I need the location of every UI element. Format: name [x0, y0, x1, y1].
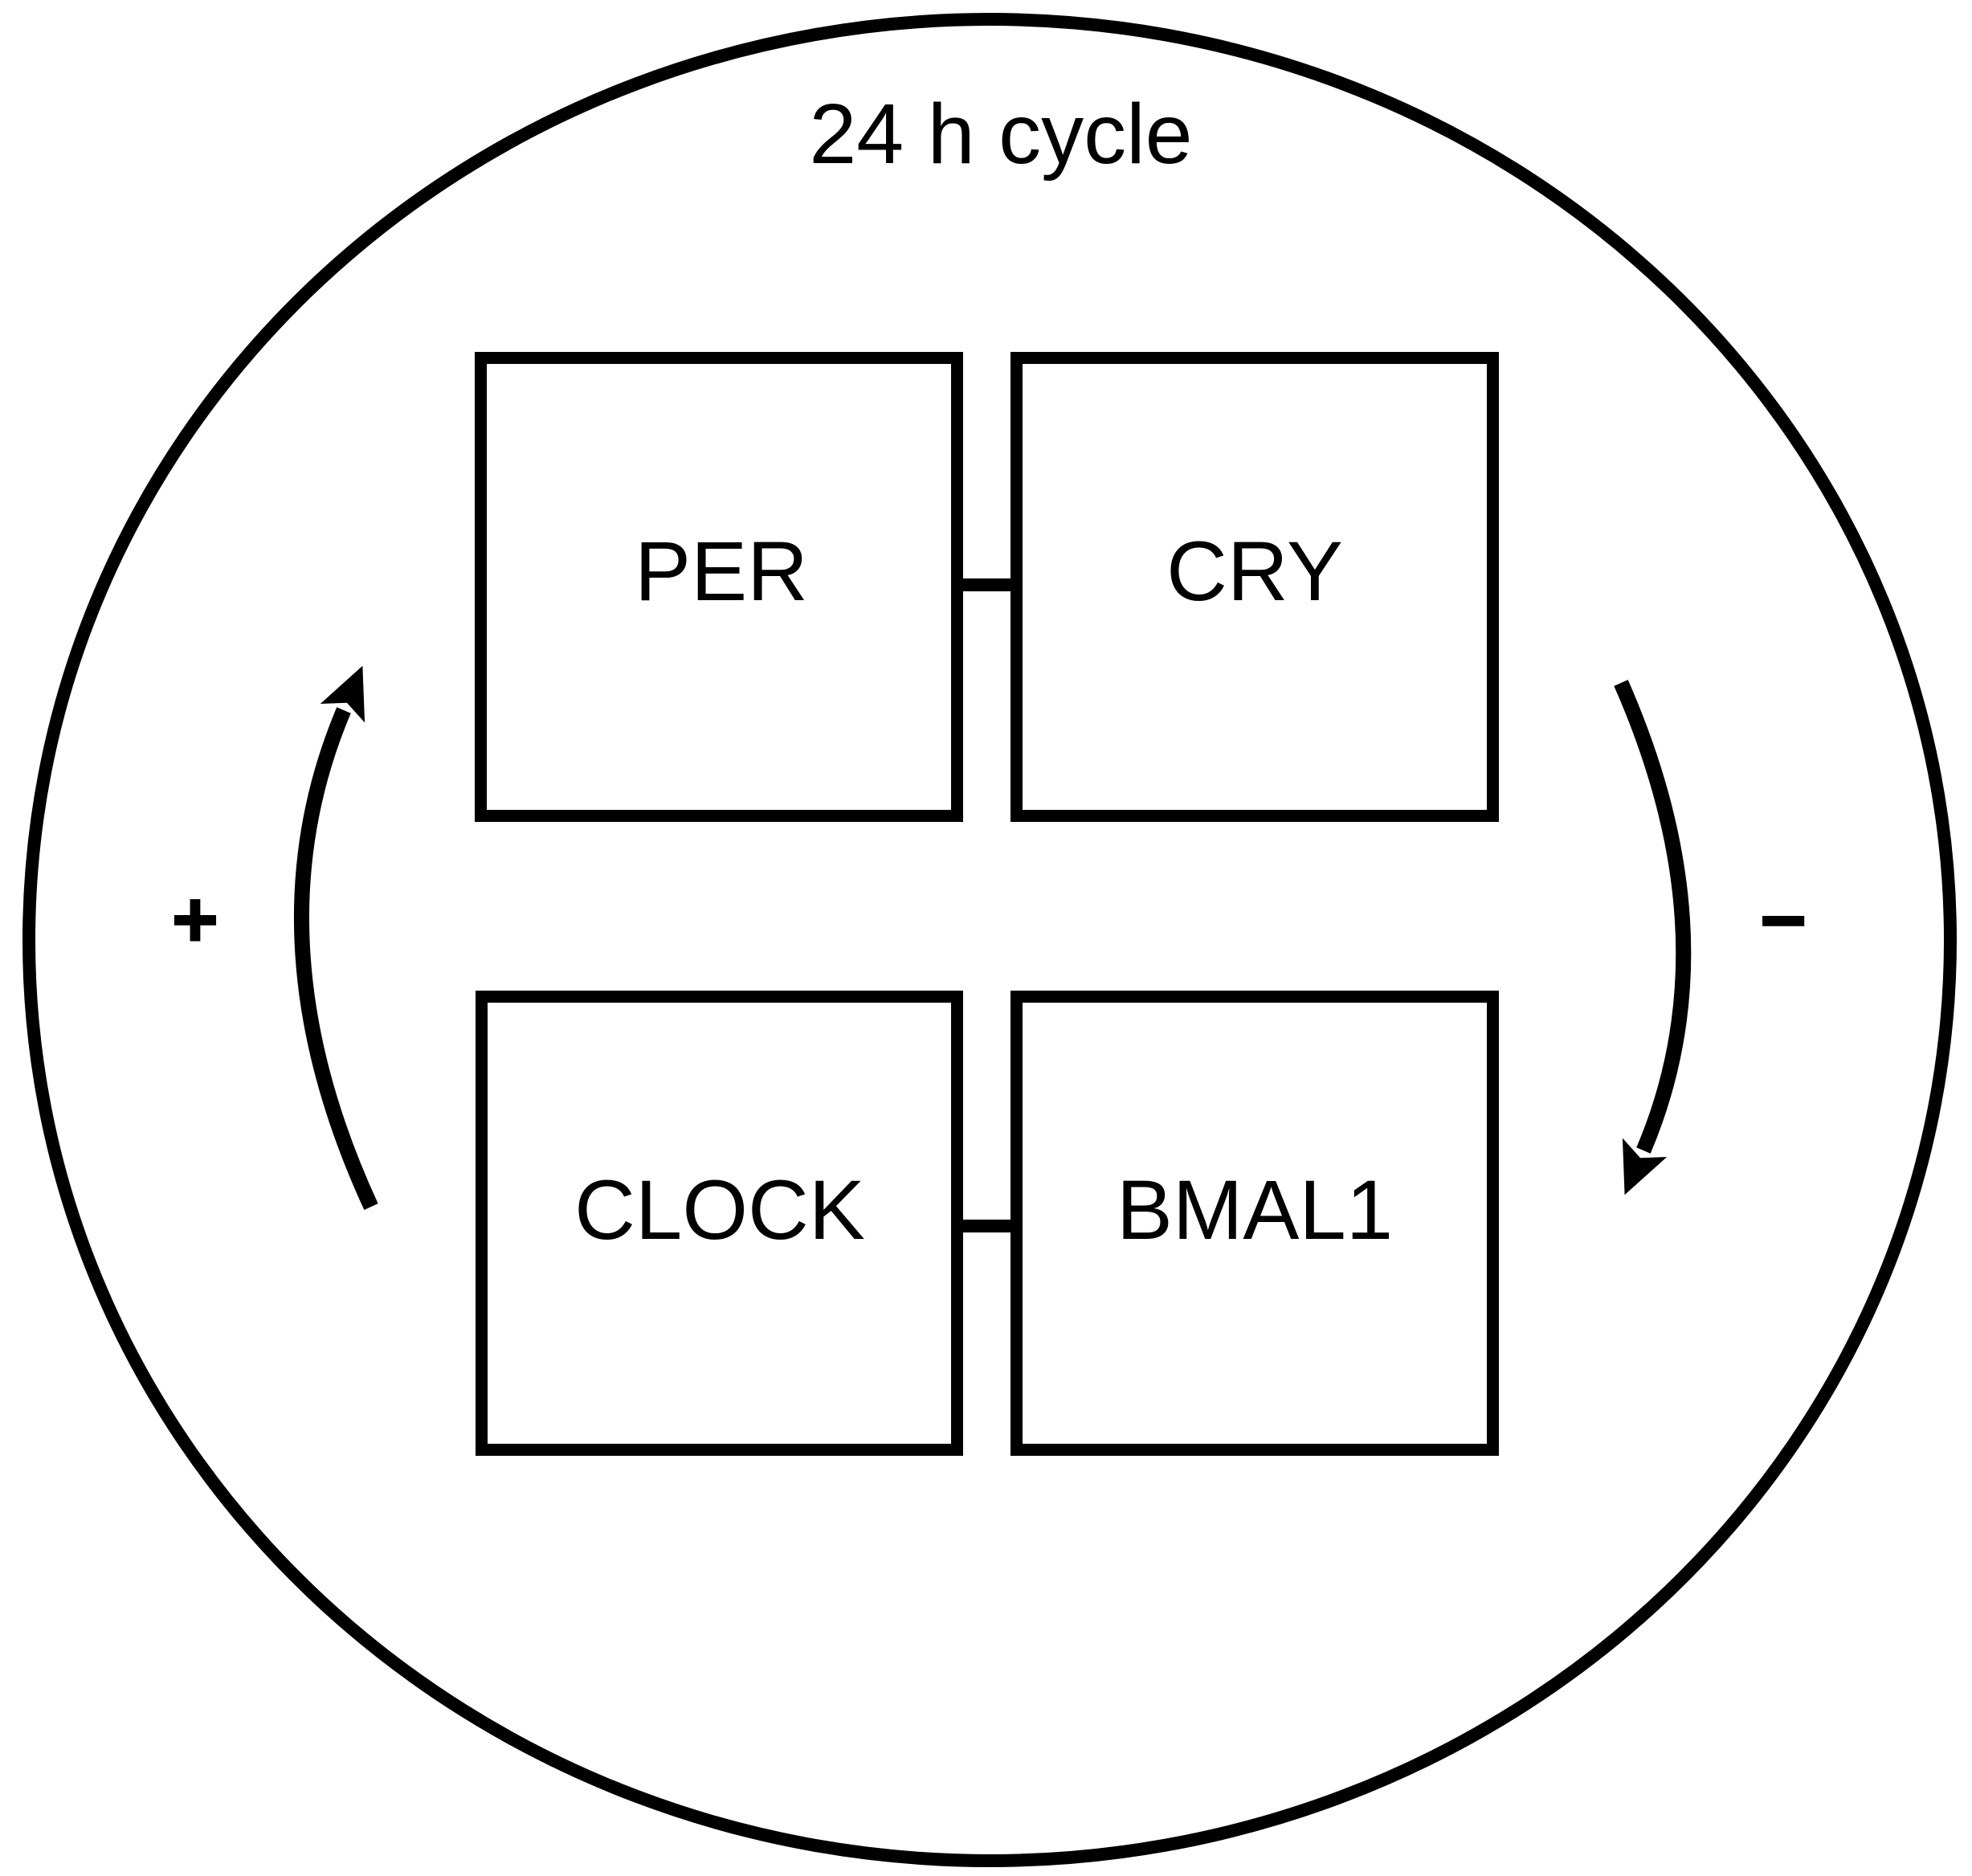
bmal1-label: BMAL1 — [1117, 1163, 1393, 1257]
clock-box — [476, 991, 963, 1456]
cycle-circle — [22, 13, 1957, 1867]
minus-sign: − — [1761, 878, 1805, 963]
cry-label: CRY — [1166, 525, 1343, 619]
cry-box — [1010, 352, 1499, 822]
positive-feedback-arrow-icon — [294, 665, 378, 1210]
negative-feedback-arrow-icon — [1614, 680, 1692, 1195]
cycle-title: 24 h cycle — [809, 87, 1192, 182]
clock-label: CLOCK — [574, 1163, 865, 1257]
plus-sign: + — [173, 877, 217, 963]
per-label: PER — [635, 525, 808, 619]
per-box — [475, 352, 963, 822]
bmal1-box — [1010, 991, 1499, 1456]
